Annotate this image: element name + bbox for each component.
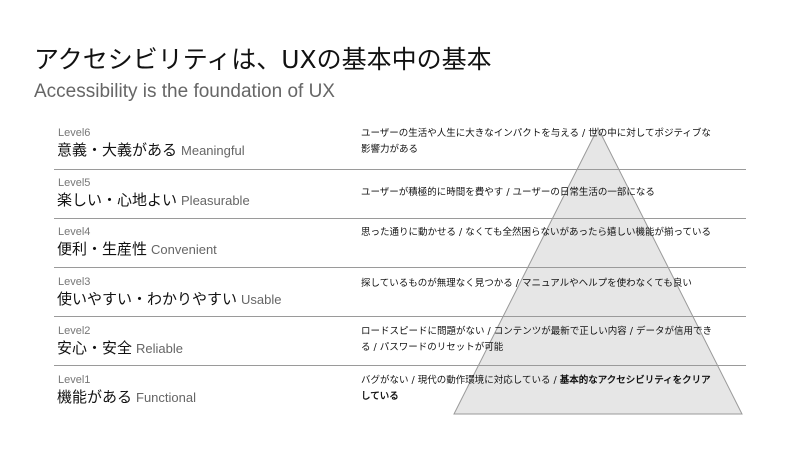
level-number: Level5 (58, 177, 91, 189)
level-name-en: Functional (136, 390, 196, 405)
description-bold-text: 基本的なアクセシビリティをクリアしている (361, 375, 711, 402)
level-description: 探しているものが無理なく見つかる / マニュアルやヘルプを使わなくても良い (361, 276, 716, 292)
level-number: Level4 (58, 226, 91, 238)
divider-line (54, 169, 746, 170)
level-name-ja: 便利・生産性 (57, 240, 148, 258)
description-text: ユーザーが積極的に時間を費やす / ユーザーの日常生活の一部になる (361, 187, 655, 198)
description-text: ユーザーの生活や人生に大きなインパクトを与える / 世の中に対してポジティブな影… (361, 128, 711, 155)
level-name-en: Usable (241, 292, 282, 307)
level-description: バグがない / 現代の動作環境に対応している / 基本的なアクセシビリティをクリ… (361, 373, 716, 405)
divider-line (54, 365, 746, 366)
level-name-ja: 安心・安全 (57, 339, 133, 357)
level-name-en: Meaningful (181, 143, 245, 158)
level-name-en: Reliable (136, 341, 183, 356)
level-name-ja: 意義・大義がある (57, 141, 178, 159)
level-description: ユーザーが積極的に時間を費やす / ユーザーの日常生活の一部になる (361, 185, 716, 201)
level-name-en: Pleasurable (181, 193, 250, 208)
description-text: バグがない / 現代の動作環境に対応している / (361, 375, 560, 386)
slide-subtitle: Accessibility is the foundation of UX (34, 81, 335, 102)
level-number: Level2 (58, 325, 91, 337)
level-number: Level1 (58, 374, 91, 386)
divider-line (54, 267, 746, 268)
description-text: 思った通りに動かせる / なくても全然困らないがあったら嬉しい機能が揃っている (361, 227, 712, 238)
pyramid-triangle (453, 126, 743, 415)
description-text: 探しているものが無理なく見つかる / マニュアルやヘルプを使わなくても良い (361, 278, 692, 289)
level-name-en: Convenient (151, 242, 217, 257)
level-name-ja: 楽しい・心地よい (57, 191, 178, 209)
level-name-ja: 機能がある (57, 388, 133, 406)
level-description: 思った通りに動かせる / なくても全然困らないがあったら嬉しい機能が揃っている (361, 225, 716, 241)
description-text: ロードスピードに問題がない / コンテンツが最新で正しい内容 / データが信用で… (361, 326, 712, 353)
level-number: Level3 (58, 276, 91, 288)
divider-line (54, 316, 746, 317)
level-number: Level6 (58, 127, 91, 139)
level-description: ユーザーの生活や人生に大きなインパクトを与える / 世の中に対してポジティブな影… (361, 126, 716, 158)
level-description: ロードスピードに問題がない / コンテンツが最新で正しい内容 / データが信用で… (361, 324, 716, 356)
slide-title: アクセシビリティは、UXの基本中の基本 (34, 45, 492, 74)
divider-line (54, 218, 746, 219)
level-name-ja: 使いやすい・わかりやすい (57, 290, 238, 308)
